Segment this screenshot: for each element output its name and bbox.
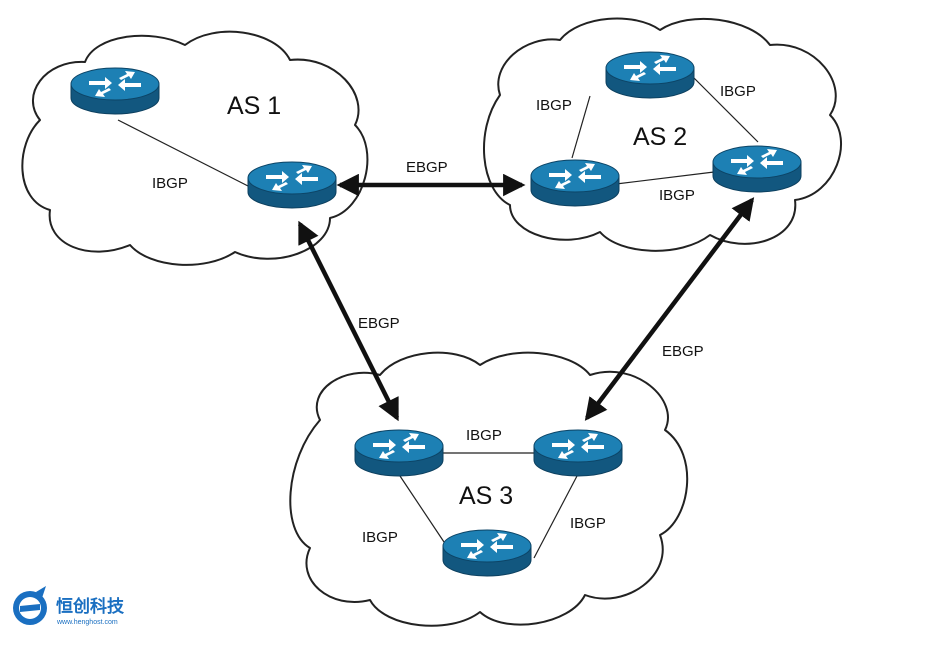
router-icon-as3-left: [354, 429, 444, 477]
logo-url: www.henghost.com: [56, 619, 118, 626]
ebgp-label-as1-as3: EBGP: [358, 315, 400, 332]
as2-ibgp-line-right: [693, 77, 759, 143]
ebgp-line-as2-as3: [584, 197, 755, 421]
hengchuang-logo-icon: [13, 586, 47, 625]
as1-cloud: [21, 30, 369, 266]
as1-label: AS 1: [227, 92, 281, 120]
router-icon-as3-right: [533, 429, 623, 477]
as3-ibgp-line-left: [399, 475, 449, 549]
as2-label: AS 2: [633, 123, 687, 151]
router-icon-as2-left: [530, 159, 620, 207]
as2-ibgp-line-bottom: [615, 171, 715, 185]
ebgp-label-as1-as2: EBGP: [406, 159, 448, 176]
as3-ibgp-label-top: IBGP: [466, 427, 502, 444]
as1-ibgp-label: IBGP: [152, 175, 188, 192]
as2-ibgp-label-right: IBGP: [720, 83, 756, 100]
as3-ibgp-label-left: IBGP: [362, 529, 398, 546]
ebgp-label-as2-as3: EBGP: [662, 343, 704, 360]
router-icon-as1-a: [70, 67, 160, 115]
router-icon-as1-b: [247, 161, 337, 209]
ebgp-line-as1-as3: [297, 220, 400, 422]
as3-ibgp-label-right: IBGP: [570, 515, 606, 532]
router-icon-as2-top: [605, 51, 695, 99]
as1-ibgp-line: [117, 119, 249, 187]
as2-ibgp-label-left: IBGP: [536, 97, 572, 114]
router-icon-as3-bottom: [442, 529, 532, 577]
as2-ibgp-label-bottom: IBGP: [659, 187, 695, 204]
as2-ibgp-line-left: [571, 95, 591, 159]
as3-label: AS 3: [459, 482, 513, 510]
logo-text: 恒创科技: [56, 596, 125, 617]
router-icon-as2-right: [712, 145, 802, 193]
as3-ibgp-line-right: [533, 475, 578, 559]
